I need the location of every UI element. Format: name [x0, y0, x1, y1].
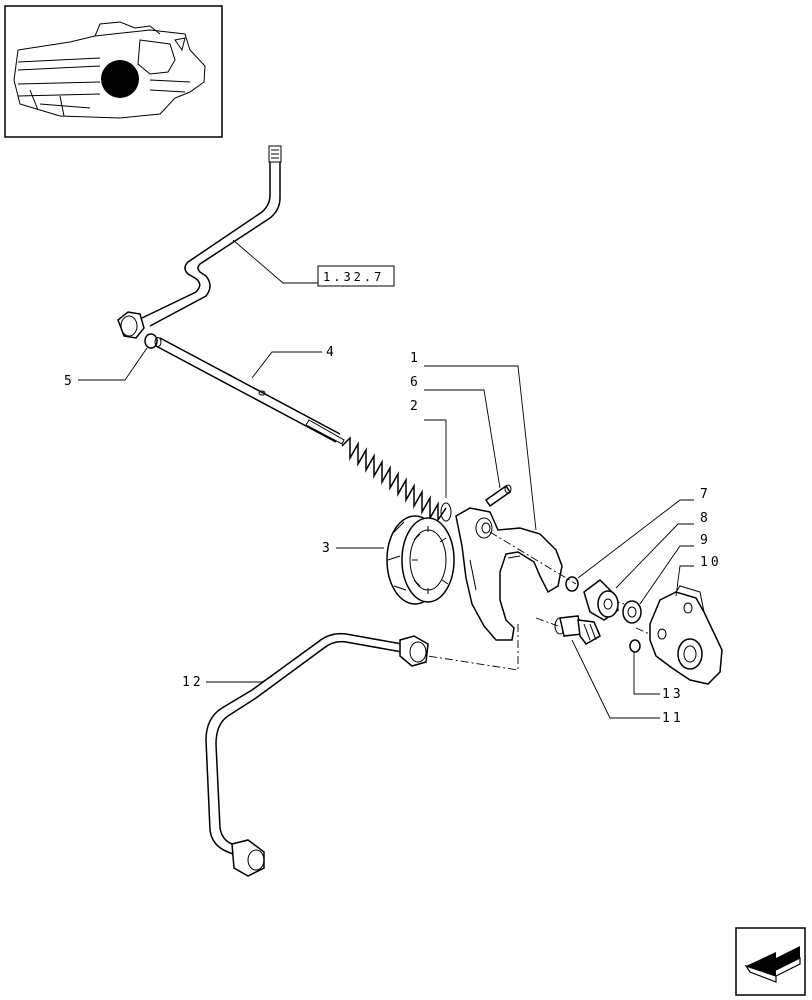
roll-pin-6	[484, 484, 512, 508]
o-ring-13	[629, 639, 641, 653]
callout-5[interactable]: 5	[64, 374, 75, 389]
callout-10[interactable]: 10	[700, 555, 722, 570]
vent-pipe	[117, 145, 282, 339]
sync-hub-3	[386, 515, 455, 605]
callout-9[interactable]: 9	[700, 533, 711, 548]
callout-7[interactable]: 7	[700, 487, 711, 502]
pipe-union-fitting	[117, 311, 145, 339]
reference-label: 1.32.7	[323, 270, 384, 284]
callout-2[interactable]: 2	[410, 399, 421, 414]
shift-fork-1	[455, 507, 563, 641]
locator-thumbnail	[4, 5, 223, 138]
callout-1[interactable]: 1	[410, 351, 421, 366]
o-ring-7	[565, 576, 579, 592]
fitting-adapter-11	[554, 615, 601, 645]
cover-flange-10	[649, 585, 723, 685]
callout-13[interactable]: 13	[662, 687, 684, 702]
spring-2	[341, 436, 452, 523]
callout-12[interactable]: 12	[182, 675, 204, 690]
o-ring-5	[144, 333, 158, 349]
lube-tube-12	[205, 632, 429, 877]
selector-rod-4	[154, 337, 345, 445]
previous-page-arrow-icon[interactable]	[735, 927, 806, 996]
callout-4[interactable]: 4	[326, 345, 337, 360]
callout-6[interactable]: 6	[410, 375, 421, 390]
callout-3[interactable]: 3	[322, 541, 333, 556]
location-marker-dot	[101, 60, 139, 98]
callout-11[interactable]: 11	[662, 711, 684, 726]
washer-9	[622, 600, 642, 624]
callout-8[interactable]: 8	[700, 511, 711, 526]
bushing-8	[583, 579, 619, 621]
reference-box[interactable]: 1.32.7	[317, 265, 395, 287]
